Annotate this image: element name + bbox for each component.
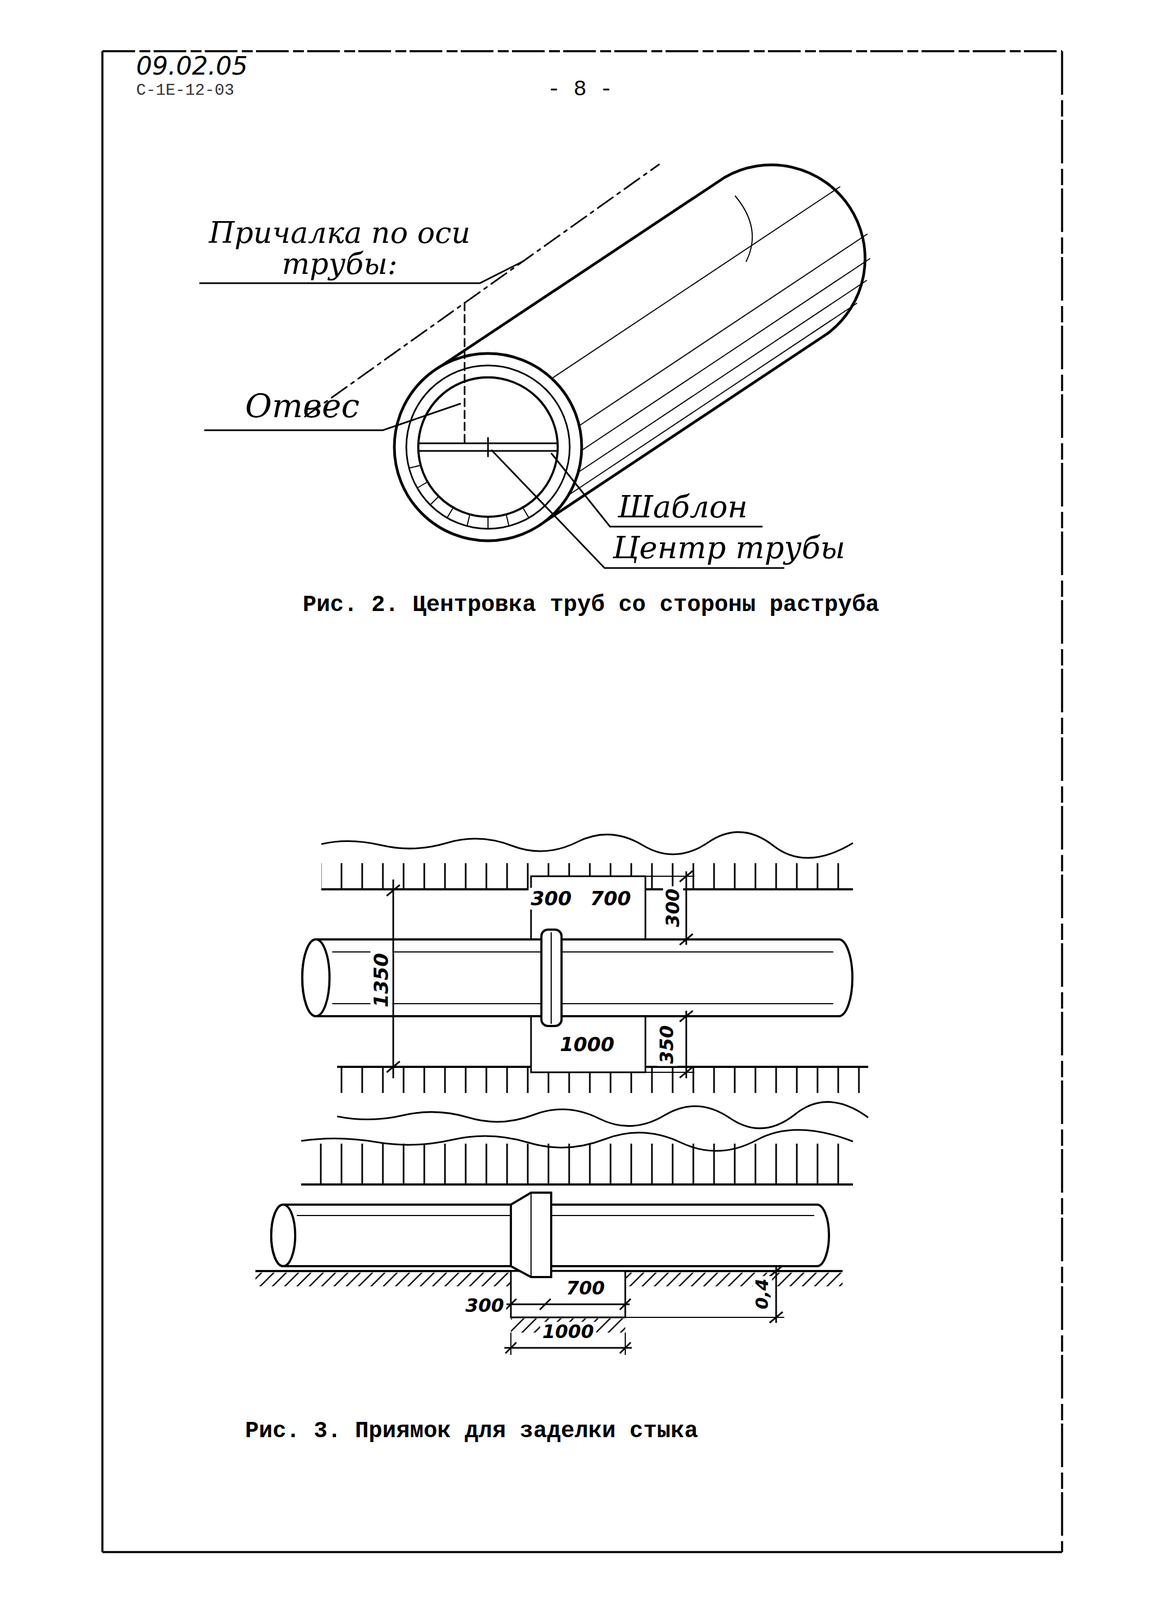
dimension-label: 300 (528, 887, 574, 910)
callout-label: Отвес (245, 387, 360, 424)
dimension-label: 0,4 (752, 1276, 772, 1313)
document-code: С-1Е-12-03 (136, 81, 235, 100)
callout-label: Шаблон (618, 490, 748, 524)
document-code: 09.02.05 (136, 52, 248, 81)
dimension-label: 1350 (370, 950, 393, 1010)
dimension-label: 700 (587, 887, 633, 910)
trench-section (255, 1130, 853, 1356)
page-border (102, 51, 1063, 1553)
dimension-label: 300 (662, 886, 683, 930)
figure-caption: Рис. 2. Центровка труб со стороны растру… (302, 592, 880, 618)
dimension-label: 300 (463, 1295, 507, 1316)
dimension-label: 1000 (540, 1321, 597, 1343)
page-number: - 8 - (547, 77, 613, 102)
trench-plan (302, 832, 869, 1129)
dimension-label: 700 (564, 1278, 608, 1299)
dimension-label: 350 (656, 1023, 678, 1067)
callout-label: Центр трубы (612, 531, 846, 565)
leader-lines (199, 260, 785, 569)
callout-label: Причалка по оси трубы: (199, 217, 480, 280)
figure-caption: Рис. 3. Приямок для заделки стыка (245, 1418, 699, 1444)
dimension-label: 1000 (557, 1033, 617, 1056)
